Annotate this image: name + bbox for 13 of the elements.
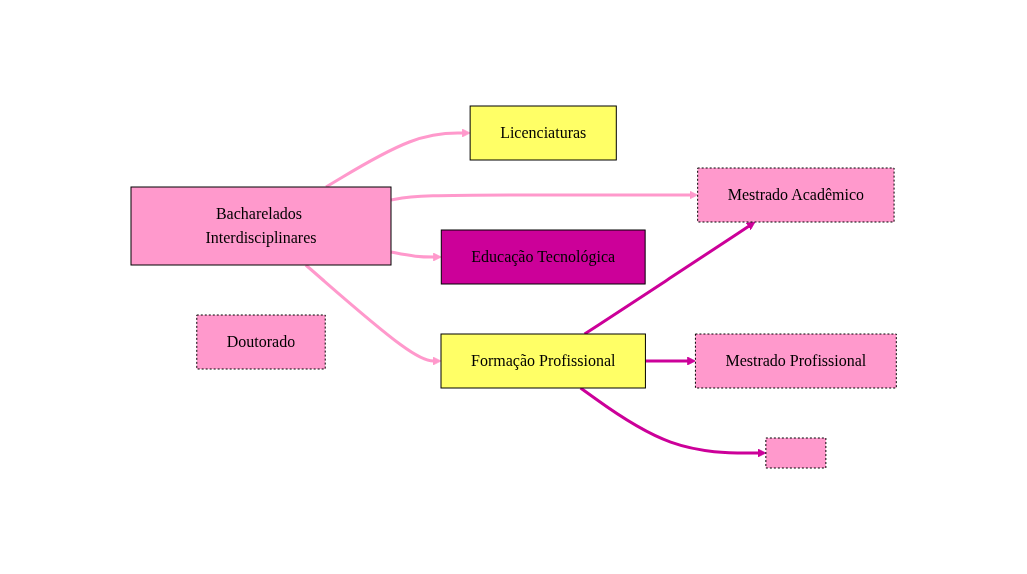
node-box: Educação Tecnológica bbox=[440, 229, 646, 285]
arrow bbox=[645, 356, 696, 366]
node-box: Licenciaturas bbox=[469, 105, 617, 161]
node-box: Doutorado bbox=[196, 314, 326, 370]
arrow bbox=[390, 190, 698, 202]
node-box: Mestrado Profissional bbox=[694, 333, 897, 389]
arrow bbox=[325, 128, 471, 189]
node-box bbox=[765, 437, 827, 469]
node-box: Bacharelados Interdisciplinares bbox=[130, 186, 392, 266]
node-box: Formação Profissional bbox=[440, 333, 646, 389]
arrow bbox=[390, 250, 442, 262]
node-box: Mestrado Acadêmico bbox=[697, 167, 895, 223]
arrow bbox=[583, 221, 756, 336]
